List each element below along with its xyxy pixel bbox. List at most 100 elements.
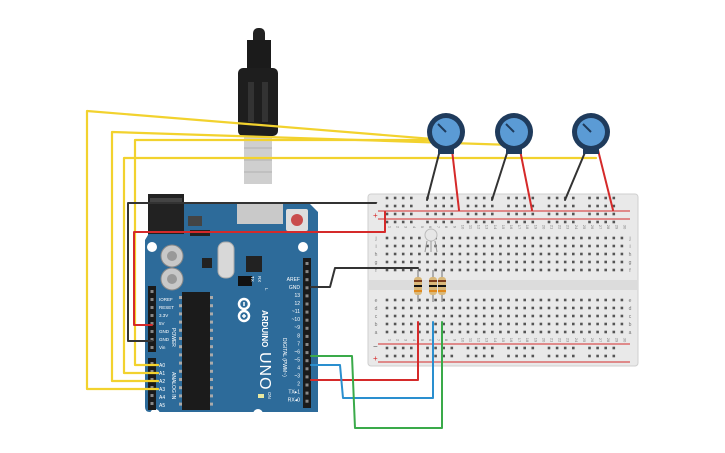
column-number: 24: [574, 338, 579, 343]
analog-pin-label: A3: [159, 387, 165, 393]
wire-red-pot1[interactable]: [451, 149, 460, 211]
column-number: 9: [452, 226, 457, 229]
analog-header: [148, 358, 156, 410]
arduino-logo: ARDUINO: [260, 310, 269, 347]
wire-black-gnd[interactable]: [127, 202, 377, 342]
arduino-uno-board[interactable]: ARDUINO UNO TX RX L ON AREF GND: [145, 194, 318, 419]
reset-button[interactable]: [291, 214, 303, 226]
digital-section-label: DIGITAL (PWM~): [281, 338, 287, 377]
digital-pin-label: ~11: [292, 309, 300, 315]
wire-black-d-gnd[interactable]: [310, 267, 419, 288]
column-number: 12: [477, 225, 482, 230]
row-letter: c: [629, 314, 632, 320]
breadboard[interactable]: − + − + 11223344556677889910101111121213…: [367, 193, 639, 367]
column-number: 23: [566, 225, 571, 230]
row-letter: i: [375, 244, 376, 250]
wire-black-pot2[interactable]: [491, 149, 509, 201]
column-number: 3: [404, 339, 409, 342]
column-number: 18: [525, 338, 530, 343]
potentiometer-3[interactable]: [572, 113, 610, 154]
column-number: 27: [598, 225, 603, 230]
row-letter: c: [375, 314, 378, 320]
row-letter: d: [629, 306, 632, 312]
column-number: 6: [428, 339, 433, 342]
usb-cable[interactable]: [238, 28, 278, 184]
column-number: 23: [566, 338, 571, 343]
column-number: 24: [574, 225, 579, 230]
column-number: 22: [558, 225, 563, 230]
column-number: 15: [501, 225, 506, 230]
column-number: 26: [590, 338, 595, 343]
column-number: 12: [477, 338, 482, 343]
column-number: 16: [509, 225, 514, 230]
column-number: 20: [541, 338, 546, 343]
row-letter: d: [375, 306, 378, 312]
column-number: 21: [550, 225, 555, 230]
column-number: 22: [558, 338, 563, 343]
row-letter: h: [629, 252, 632, 258]
gnd-digital-label: GND: [289, 285, 301, 291]
potentiometer-1[interactable]: [427, 113, 465, 154]
wire-yellow-a1[interactable]: [122, 156, 598, 375]
digital-header: [303, 258, 311, 408]
wire-red-pot3[interactable]: [597, 149, 614, 211]
column-number: 10: [460, 225, 465, 230]
atmega-chip: [179, 296, 213, 406]
column-number: 30: [622, 225, 627, 230]
column-number: 14: [493, 225, 498, 230]
column-number: 18: [525, 225, 530, 230]
column-number: 28: [606, 338, 611, 343]
row-letter: f: [629, 268, 631, 274]
column-number: 11: [469, 338, 474, 343]
arduino-model: UNO: [256, 352, 273, 391]
power-header: [148, 286, 156, 352]
digital-pin-label: RX◂0: [288, 398, 300, 404]
column-number: 25: [582, 338, 587, 343]
column-number: 30: [622, 338, 627, 343]
power-pin-label: GND: [159, 329, 170, 334]
row-letter: e: [629, 298, 632, 304]
digital-pin-label: ~6: [294, 349, 300, 355]
column-number: 5: [420, 226, 425, 229]
wire-red-pot2[interactable]: [519, 149, 533, 211]
wire-black-pot3[interactable]: [564, 149, 587, 201]
power-pin-label: RESET: [159, 305, 174, 310]
wire-black-pot1[interactable]: [426, 149, 441, 201]
wire-green-d6[interactable]: [310, 321, 443, 429]
analog-section-label: ANALOG IN: [170, 372, 176, 400]
wire-red-d3[interactable]: [310, 321, 419, 381]
row-letter: i: [629, 244, 630, 250]
column-number: 29: [614, 338, 619, 343]
digital-pin-label: 2: [297, 382, 300, 388]
power-pin-label: 5V: [159, 321, 165, 326]
digital-pin-label: ~5: [294, 357, 300, 363]
row-letter: j: [628, 236, 630, 242]
resistor-3[interactable]: [438, 270, 446, 302]
wire-yellow-a3[interactable]: [85, 109, 447, 391]
arduino-logo-icon: [237, 297, 251, 323]
potentiometer-2[interactable]: [495, 113, 533, 154]
led[interactable]: [424, 228, 438, 253]
digital-pin-label: 12: [294, 301, 300, 307]
column-number: 1: [388, 226, 393, 229]
breadboard-column-numbers: 1122334455667788991010111112121313141415…: [388, 225, 628, 343]
wire-red-5v[interactable]: [133, 211, 386, 326]
power-pin-label: GND: [159, 337, 170, 342]
row-letter: f: [375, 268, 377, 274]
column-number: 19: [533, 338, 538, 343]
resistor-2[interactable]: [429, 270, 437, 302]
wire-yellow-a2[interactable]: [110, 130, 514, 383]
wires: [85, 109, 614, 429]
digital-pin-label: TX▸1: [288, 390, 300, 396]
on-led: [258, 394, 264, 398]
row-letter: e: [375, 298, 378, 304]
column-number: 16: [509, 338, 514, 343]
resistor-1[interactable]: [414, 270, 422, 302]
power-pin-label: 3.3V: [159, 313, 168, 318]
l-led-label: L: [264, 288, 269, 291]
column-number: 7: [436, 339, 441, 342]
column-number: 6: [428, 226, 433, 229]
wire-blue-d5[interactable]: [310, 321, 434, 399]
